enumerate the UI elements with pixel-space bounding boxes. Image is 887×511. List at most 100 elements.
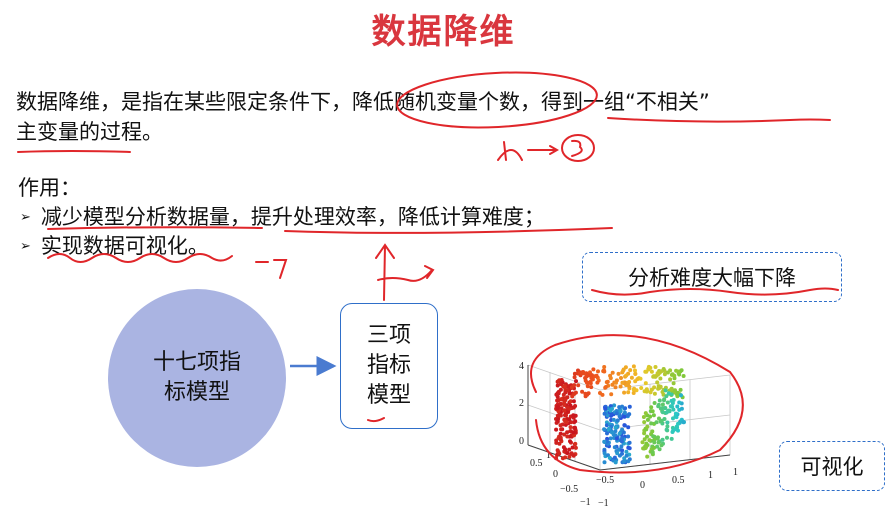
scatter-point — [626, 459, 631, 464]
scatter-point — [573, 441, 578, 446]
scatter-point — [648, 449, 653, 454]
scatter-point — [657, 439, 662, 444]
scatter-point — [558, 431, 563, 436]
usage-item-1-text: 减少模型分析数据量，提升处理效率，降低计算难度； — [40, 205, 545, 229]
scatter-point — [569, 385, 574, 390]
scatter-point — [627, 404, 632, 409]
scatter-point — [609, 413, 613, 418]
scatter-point — [614, 380, 618, 385]
scatter-point — [556, 389, 561, 394]
scatter-point — [564, 420, 569, 425]
plot-grid — [527, 364, 731, 471]
scatter-point — [565, 388, 570, 393]
scatter-point — [639, 386, 644, 390]
usage-item-2-text: 实现数据可视化。 — [40, 234, 209, 258]
scatter-point — [573, 390, 578, 395]
scatter-point — [608, 408, 613, 413]
scatter-point — [675, 425, 680, 430]
axes-sketch — [375, 243, 435, 301]
scatter-point — [624, 383, 629, 387]
scatter-point — [558, 423, 563, 428]
scatter-point — [589, 373, 594, 378]
scatter-point — [589, 376, 594, 380]
scatter-point — [606, 411, 611, 416]
scatter-point — [623, 374, 628, 379]
scatter-point — [565, 395, 570, 400]
scatter-point — [562, 448, 567, 453]
scatter-point — [658, 384, 663, 389]
scatter-point — [608, 376, 613, 381]
scatter-point — [568, 429, 573, 434]
scatter-point — [585, 380, 590, 385]
scatter-point — [602, 449, 607, 454]
scatter-points — [554, 364, 686, 465]
scatter-point — [677, 407, 682, 412]
scatter-point — [571, 413, 576, 418]
scatter-point — [649, 432, 654, 437]
scatter-point — [573, 419, 578, 424]
scatter-point — [619, 439, 624, 444]
scatter-point — [614, 378, 619, 383]
scatter-point — [586, 373, 591, 377]
scatter-point — [614, 424, 619, 429]
scatter-point — [628, 368, 633, 373]
scatter-point — [614, 420, 619, 424]
scatter-point — [622, 414, 627, 419]
scatter-point — [610, 382, 615, 387]
target-model-line-1: 三项 — [366, 323, 411, 348]
scatter-point — [620, 451, 624, 456]
scatter-point — [661, 387, 666, 392]
scatter-point — [665, 435, 669, 440]
scatter-point — [620, 380, 625, 385]
scatter-point — [679, 401, 684, 406]
scatter-point — [644, 387, 649, 392]
scatter-point — [657, 369, 662, 373]
scatter-point — [623, 413, 628, 418]
scatter-point — [571, 453, 576, 458]
scatter-point — [674, 424, 679, 429]
scatter-point — [609, 411, 614, 416]
scatter-point — [610, 423, 614, 427]
scatter-point — [596, 378, 601, 383]
scatter-point — [618, 438, 623, 443]
scatter-point — [661, 367, 666, 371]
scatter-point — [608, 436, 613, 441]
scatter-point — [623, 414, 628, 419]
scatter-point — [663, 411, 668, 415]
svg-text:−0.5: −0.5 — [560, 484, 578, 495]
scatter-point — [612, 445, 617, 450]
scatter-point — [561, 384, 566, 389]
scatter-point — [649, 369, 654, 374]
scatter-point — [649, 405, 654, 410]
scatter-point — [665, 420, 670, 425]
scatter-point — [632, 386, 637, 391]
scatter-point — [582, 371, 587, 376]
scatter-point — [660, 390, 665, 394]
scatter-point — [669, 398, 674, 403]
scatter-point — [618, 409, 623, 414]
scatter-point — [558, 409, 563, 414]
scatter-point — [617, 447, 622, 452]
scatter-point — [562, 432, 567, 437]
scatter-point — [648, 390, 653, 395]
scatter-point — [558, 413, 563, 418]
scatter-point — [643, 426, 648, 431]
scatter-point — [633, 379, 638, 384]
scatter-point — [626, 390, 631, 395]
scatter-point — [564, 450, 568, 455]
scatter-point — [602, 440, 607, 445]
scatter-point — [569, 434, 574, 439]
scatter-point — [621, 367, 626, 372]
scatter-point — [563, 422, 568, 427]
scatter-point — [620, 370, 625, 375]
scatter-point — [668, 377, 673, 382]
scatter-point — [561, 445, 566, 450]
scatter-point — [627, 386, 632, 391]
scatter-point — [642, 389, 647, 394]
scatter-point — [652, 445, 656, 450]
svg-text:0: 0 — [553, 469, 558, 480]
scatter-point — [609, 429, 614, 433]
scatter-point — [604, 443, 609, 448]
scatter-point — [610, 430, 614, 435]
scatter-point — [605, 431, 609, 436]
